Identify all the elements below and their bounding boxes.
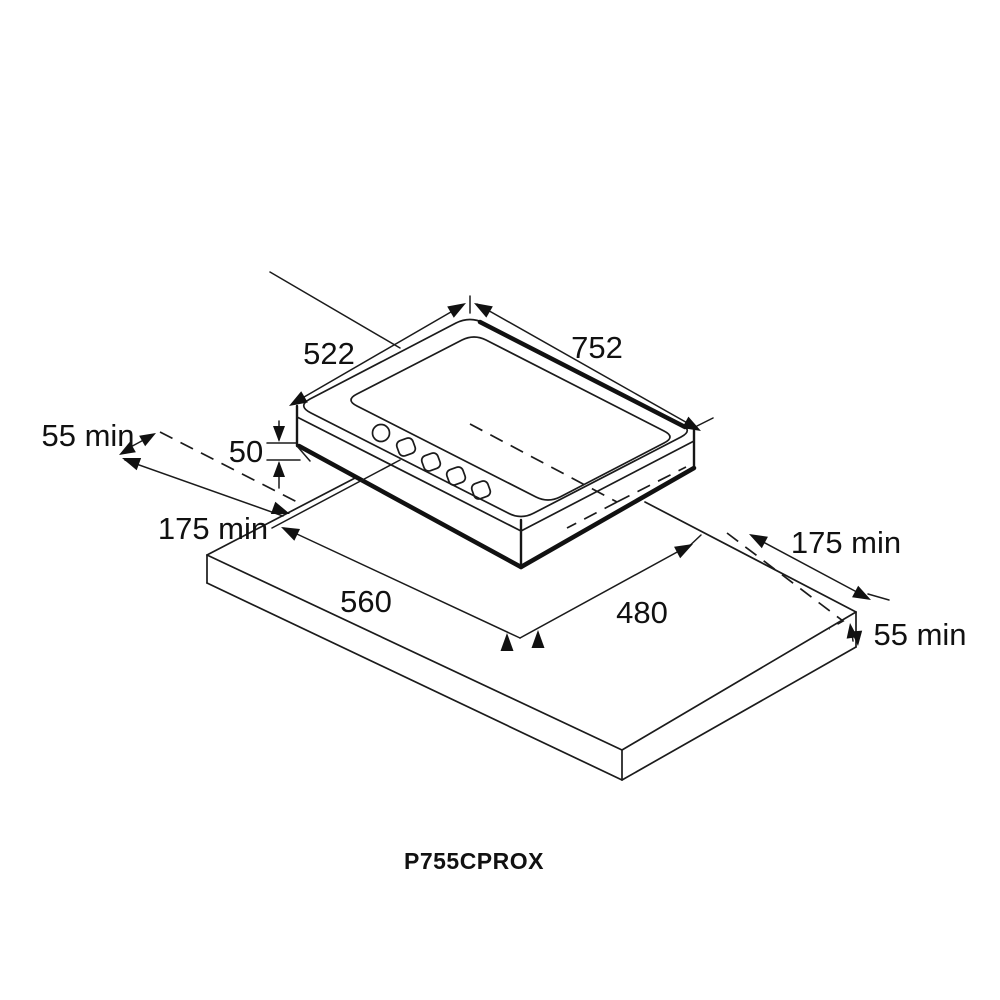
dimension-label-55-right: 55 min: [873, 617, 966, 652]
worktop-front-right-edge: [621, 611, 857, 751]
arrowhead: [852, 585, 871, 600]
hob-bottom-right-edge: [518, 465, 697, 570]
dimension-line: [291, 304, 464, 405]
dimension-175-right: 175 min: [749, 525, 901, 600]
dimension-label-522: 522: [303, 336, 355, 371]
hob-rim-left-line: [296, 416, 522, 532]
arrowhead: [531, 630, 545, 648]
dimension-175-left: 175 min: [122, 458, 290, 546]
dimension-label-480: 480: [616, 595, 668, 630]
right-edge-extension-stub: [867, 593, 890, 601]
hob-rim-right-line: [520, 440, 695, 532]
dimension-line: [124, 459, 284, 517]
arrowhead: [474, 303, 493, 318]
dimension-752: 752: [474, 303, 701, 431]
left-clearance-dashed-line: [159, 431, 304, 506]
hob-top-outline: [302, 318, 689, 518]
right-corner-extension-stub: [696, 417, 714, 427]
hob-inner-surface-outline: [350, 336, 671, 501]
arrowhead: [674, 544, 693, 559]
hob-body: [295, 404, 697, 570]
worktop-bottom-left-edge: [206, 582, 623, 781]
dimension-line: [283, 527, 521, 639]
worktop-back-right-edge: [644, 501, 857, 613]
control-knob: [420, 452, 442, 472]
arrowhead: [119, 441, 136, 455]
arrowhead: [682, 416, 701, 431]
dimension-480: 480: [519, 544, 693, 648]
arrowhead: [500, 633, 514, 651]
hob-pan-corner-line: [296, 445, 311, 462]
dimension-522: 522: [289, 303, 466, 406]
wall-reference-line: [269, 271, 401, 349]
cutout-hidden-lines: [159, 423, 845, 630]
arrowhead: [447, 303, 466, 318]
dimension-line: [476, 303, 699, 430]
worktop-front-left-edge: [206, 554, 623, 751]
control-knob: [470, 480, 492, 500]
control-knobs: [371, 423, 492, 500]
dimension-line: [751, 535, 869, 599]
dimension-55-left: 55 min: [41, 418, 156, 455]
dimension-50: 50: [229, 420, 285, 489]
dimension-label-175-right: 175 min: [791, 525, 901, 560]
cutout-front-edge-dashed: [616, 466, 687, 503]
dimension-560: 560: [281, 527, 521, 651]
arrowhead: [281, 527, 301, 541]
dimension-55-right: 55 min: [846, 617, 967, 652]
arrowhead: [273, 461, 285, 477]
cutout-corner-hidden-dashed: [566, 501, 618, 529]
worktop-bottom-right-edge: [621, 646, 857, 781]
control-knob: [445, 466, 467, 486]
arrowhead: [749, 534, 768, 549]
worktop: [206, 476, 857, 781]
dimension-line: [519, 544, 691, 639]
control-knob: [395, 437, 417, 457]
cutout-left-edge-dashed: [469, 423, 618, 503]
hob-bottom-left-edge: [296, 443, 524, 570]
arrowhead: [122, 458, 142, 471]
cutout-left-extension-line: [271, 459, 401, 529]
hob-top-right-edge-thick: [477, 319, 688, 430]
hob-top-face: [302, 318, 689, 518]
control-knob: [371, 423, 391, 443]
arrowhead: [270, 501, 290, 514]
arrowhead: [289, 391, 308, 406]
arrowhead: [139, 433, 156, 447]
dimension-label-752: 752: [571, 330, 623, 365]
dimension-label-50: 50: [229, 434, 263, 469]
dimension-label-560: 560: [340, 584, 392, 619]
arrowhead: [851, 630, 863, 646]
dimension-label-55-left: 55 min: [41, 418, 134, 453]
model-label: P755CPROX: [404, 848, 544, 874]
dimension-label-175-left: 175 min: [158, 511, 268, 546]
arrowhead: [273, 426, 285, 442]
right-clearance-dashed-line: [726, 532, 845, 630]
extension-lines: [266, 271, 890, 601]
